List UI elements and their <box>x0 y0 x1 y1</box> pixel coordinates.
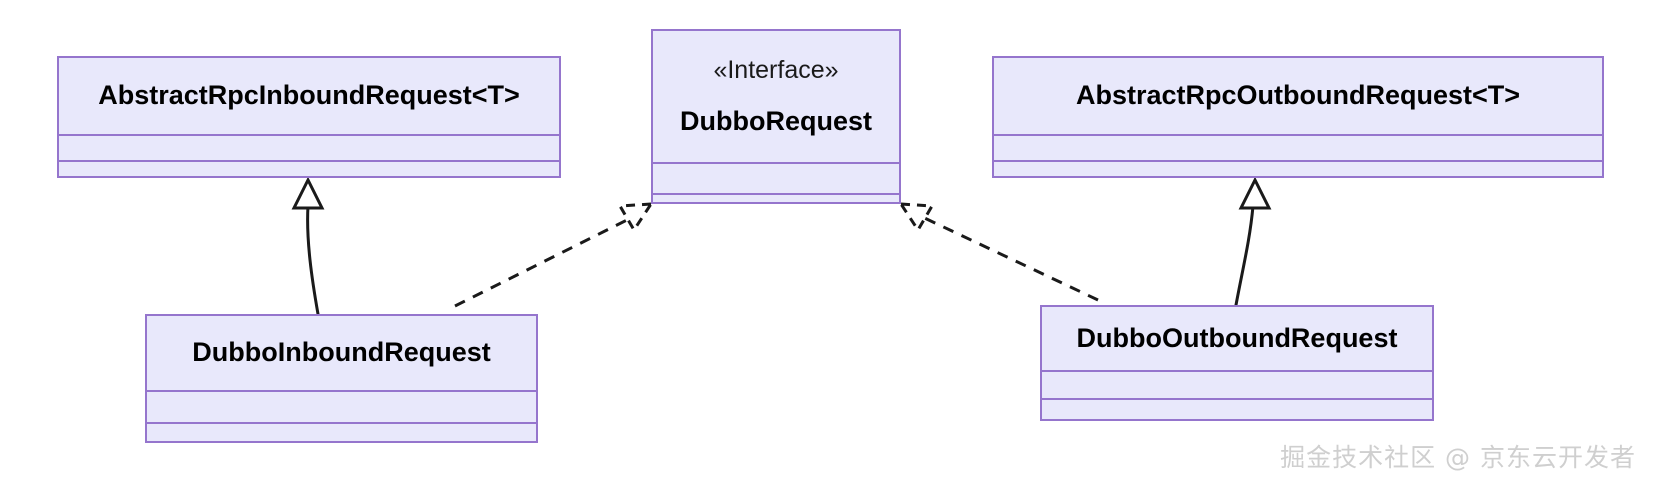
class-box-dubbo-outbound-request[interactable]: DubboOutboundRequest <box>1040 305 1434 421</box>
class-box-dubbo-request[interactable]: «Interface» DubboRequest <box>651 29 901 204</box>
class-name: AbstractRpcOutboundRequest<T> <box>1075 80 1521 111</box>
interface-header: «Interface» DubboRequest <box>653 31 899 162</box>
class-attributes-compartment <box>59 134 559 160</box>
class-header: DubboOutboundRequest <box>1042 307 1432 370</box>
class-methods-compartment <box>994 160 1602 182</box>
class-methods-compartment <box>653 193 899 208</box>
class-header: AbstractRpcOutboundRequest<T> <box>994 58 1602 134</box>
class-name: DubboRequest <box>680 106 872 137</box>
class-attributes-compartment <box>653 162 899 193</box>
class-name: DubboInboundRequest <box>192 337 491 368</box>
class-box-abstract-rpc-outbound-request[interactable]: AbstractRpcOutboundRequest<T> <box>992 56 1604 178</box>
class-box-abstract-rpc-inbound-request[interactable]: AbstractRpcInboundRequest<T> <box>57 56 561 178</box>
edge-outbound-realization <box>898 202 1099 302</box>
interface-stereotype-label: «Interface» <box>713 55 839 84</box>
edge-inbound-generalization <box>291 176 325 316</box>
class-attributes-compartment <box>994 134 1602 160</box>
class-methods-compartment <box>1042 398 1432 425</box>
class-name: AbstractRpcInboundRequest<T> <box>98 80 520 111</box>
class-box-dubbo-inbound-request[interactable]: DubboInboundRequest <box>145 314 538 443</box>
edge-outbound-generalization <box>1234 176 1272 307</box>
class-header: AbstractRpcInboundRequest<T> <box>59 58 559 134</box>
class-methods-compartment <box>59 160 559 182</box>
watermark-text: 掘金技术社区 @ 京东云开发者 <box>1280 443 1636 472</box>
class-name: DubboOutboundRequest <box>1076 322 1398 353</box>
class-attributes-compartment <box>1042 370 1432 398</box>
class-methods-compartment <box>147 422 536 447</box>
edge-inbound-realization <box>454 202 654 308</box>
class-attributes-compartment <box>147 390 536 422</box>
class-header: DubboInboundRequest <box>147 316 536 390</box>
